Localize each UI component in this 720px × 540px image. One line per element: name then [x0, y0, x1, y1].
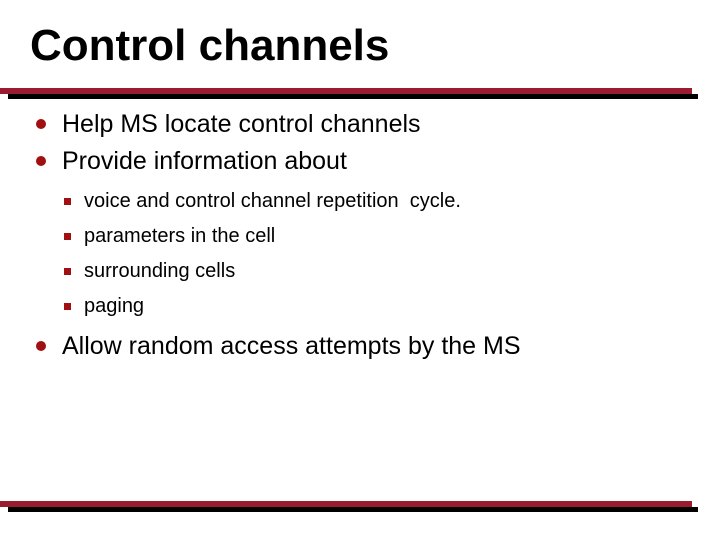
sub-bullet-item: parameters in the cell	[64, 224, 275, 248]
bullet-dot-icon	[36, 119, 46, 129]
sub-bullet-item: voice and control channel repetition cyc…	[64, 189, 461, 213]
footer-black-bar	[8, 507, 698, 512]
title-underline-red-bar	[0, 88, 692, 94]
sub-bullet-text: surrounding cells	[84, 259, 236, 282]
footer-red-bar	[0, 501, 692, 507]
bullet-item: Help MS locate control channels	[36, 110, 421, 138]
title-underline-black-bar	[8, 94, 698, 99]
bullet-text: Help MS locate control channels	[62, 109, 421, 138]
sub-bullet-item: surrounding cells	[64, 259, 235, 283]
bullet-dot-icon	[36, 156, 46, 166]
slide-title: Control channels	[30, 21, 390, 70]
bullet-square-icon	[64, 267, 71, 275]
bullet-square-icon	[64, 197, 71, 205]
bullet-text: Allow random access attempts by the MS	[62, 331, 521, 360]
bullet-text: Provide information about	[62, 146, 347, 175]
sub-bullet-item: paging	[64, 294, 144, 318]
sub-bullet-text: voice and control channel repetition cyc…	[84, 189, 461, 212]
bullet-square-icon	[64, 232, 71, 240]
bullet-item: Allow random access attempts by the MS	[36, 332, 521, 360]
bullet-item: Provide information about	[36, 147, 347, 175]
sub-bullet-text: paging	[84, 294, 145, 317]
sub-bullet-text: parameters in the cell	[84, 224, 276, 247]
bullet-dot-icon	[36, 341, 46, 351]
bullet-square-icon	[64, 302, 71, 310]
